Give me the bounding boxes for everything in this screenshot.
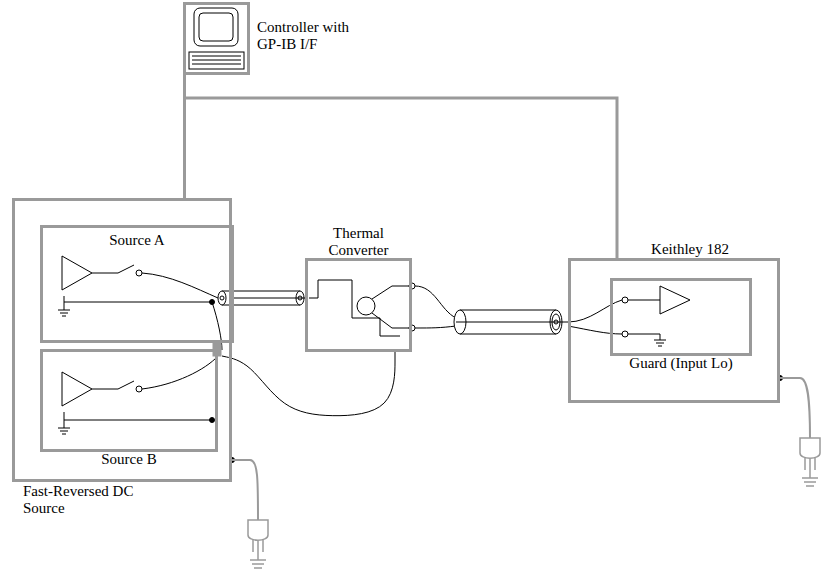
switch-contact <box>136 386 142 392</box>
node-label: Controller with GP-IB I/F <box>257 19 365 54</box>
wire <box>415 286 456 318</box>
wire <box>142 273 218 298</box>
node-label: Fast-Reversed DC Source <box>23 483 153 518</box>
node-label: Keithley 182 <box>651 241 729 258</box>
wire <box>64 412 212 420</box>
switch-symbol <box>92 265 134 273</box>
switch-contact <box>136 270 142 276</box>
power-cord <box>232 460 258 520</box>
source-box: Source A <box>40 225 234 343</box>
switch-symbol <box>92 381 134 389</box>
wire <box>64 296 212 302</box>
node-label: Thermal Converter <box>314 225 404 260</box>
node-label: Guard (Input Lo) <box>603 355 759 372</box>
ground-symbol <box>654 340 666 346</box>
thermal-converter-box: Thermal Converter <box>305 258 412 352</box>
amplifier-symbol <box>660 286 690 314</box>
controller-box: Controller with GP-IB I/F <box>183 2 250 75</box>
ground-plug <box>248 520 268 568</box>
power-cord <box>780 378 810 438</box>
wire <box>628 300 660 301</box>
amplifier-symbol <box>62 256 92 290</box>
coax-conductor <box>456 322 568 323</box>
thermocouple-lead <box>372 313 412 328</box>
junction-dot <box>210 418 215 423</box>
wire <box>142 356 218 389</box>
monitor-icon <box>194 8 238 46</box>
ground-plug <box>800 438 820 486</box>
thermocouple-lead <box>372 286 412 299</box>
input-terminal <box>622 331 628 337</box>
node-label: Source A <box>43 232 231 249</box>
wire <box>568 326 622 334</box>
wire <box>628 334 660 340</box>
amplifier-symbol <box>62 372 92 406</box>
heater-wire <box>309 280 400 336</box>
return-wire <box>222 352 395 416</box>
guard-box: Guard (Input Lo) <box>610 278 752 356</box>
wire <box>415 326 456 328</box>
node-label: Source B <box>33 451 225 468</box>
source-housing: Fast-Reversed DC SourceSource ASource B <box>12 198 232 482</box>
input-terminal <box>622 297 628 303</box>
ground-symbol <box>58 302 70 316</box>
monitor-screen <box>199 13 233 41</box>
source-box: Source B <box>40 349 218 452</box>
keyboard-icon <box>189 52 244 69</box>
instrument-box: Keithley 182Guard (Input Lo) <box>568 258 780 403</box>
coax-conductor <box>234 298 305 299</box>
gpib-bus <box>185 75 618 258</box>
keyboard-keys <box>192 56 241 64</box>
wire <box>568 300 622 322</box>
ground-symbol <box>58 420 70 434</box>
thermoelement <box>357 297 375 315</box>
